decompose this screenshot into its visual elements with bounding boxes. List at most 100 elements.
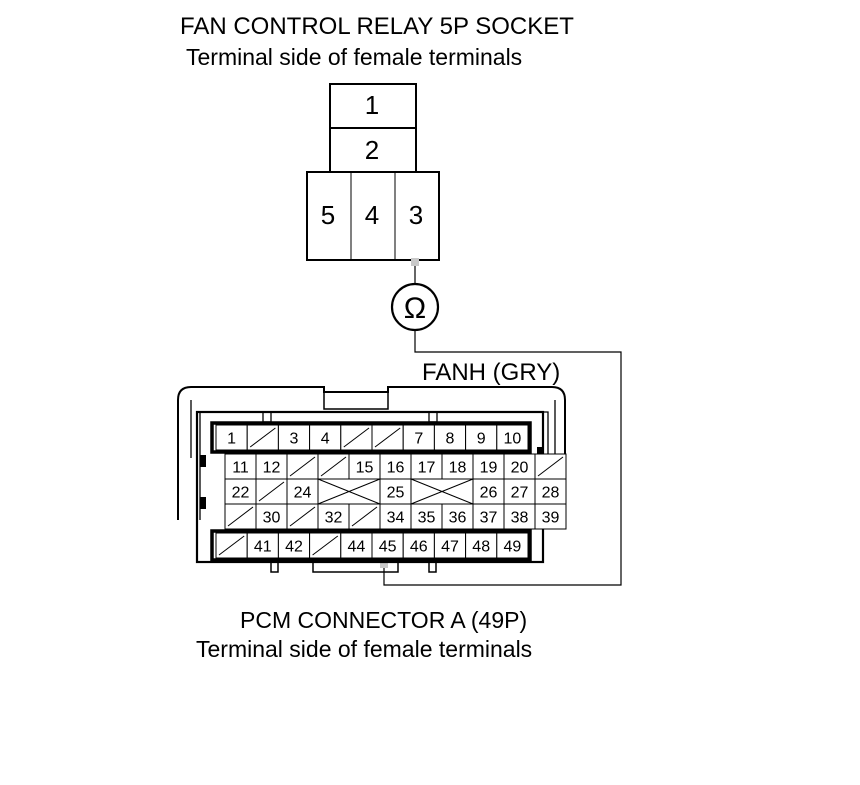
terminal-number: 30 <box>263 510 281 527</box>
empty-terminal-slash <box>320 456 347 477</box>
terminal-cell <box>503 503 536 530</box>
terminal-number: 41 <box>254 539 272 556</box>
terminal-number: 12 <box>263 460 281 477</box>
empty-terminal-slash <box>218 535 245 556</box>
terminal-number: 38 <box>511 510 529 527</box>
relay-subtitle: Terminal side of female terminals <box>186 44 523 70</box>
terminal-number: 47 <box>441 539 459 556</box>
relay-lower-housing <box>306 171 440 261</box>
relay-terminal-3: 3 <box>409 200 423 230</box>
terminal-number: 17 <box>418 460 436 477</box>
terminal-number: 7 <box>414 431 423 448</box>
housing-foot <box>270 562 437 573</box>
empty-terminal-slash <box>537 456 564 477</box>
terminal-cell <box>465 424 498 451</box>
housing-key <box>428 411 438 423</box>
terminal-cell <box>441 503 474 530</box>
terminal-cell <box>465 532 498 559</box>
lock-tab <box>200 497 206 509</box>
terminal-number: 34 <box>387 510 405 527</box>
probe-tip-pcm <box>380 559 388 568</box>
empty-terminal-slash <box>258 481 285 502</box>
terminal-number: 19 <box>480 460 498 477</box>
relay-title: FAN CONTROL RELAY 5P SOCKET <box>180 13 574 40</box>
terminal-number: 27 <box>511 485 529 502</box>
terminal-cell <box>277 532 311 559</box>
terminal-cell <box>496 532 529 559</box>
terminal-cell <box>534 478 567 505</box>
terminal-number: 46 <box>410 539 428 556</box>
ohmmeter-icon <box>390 282 440 332</box>
cavity-cross-line <box>410 478 474 505</box>
pcm-title: PCM CONNECTOR A (49P) <box>240 607 528 633</box>
terminal-cell <box>402 424 435 451</box>
top-row-frame <box>210 421 532 454</box>
empty-terminal-slash <box>289 456 316 477</box>
terminal-number: 44 <box>348 539 366 556</box>
terminal-number: 1 <box>227 431 236 448</box>
relay-terminal-1: 1 <box>365 90 379 120</box>
terminal-cell <box>340 532 373 559</box>
terminal-cell <box>402 532 435 559</box>
empty-terminal-slash <box>343 427 370 448</box>
empty-terminal-slash <box>312 535 339 556</box>
terminal-number: 22 <box>232 485 250 502</box>
terminal-number: 49 <box>504 539 522 556</box>
terminal-number: 26 <box>480 485 498 502</box>
terminal-cell <box>379 503 412 530</box>
terminal-cell <box>410 453 443 480</box>
terminal-cell <box>371 532 404 559</box>
relay-terminal-4: 4 <box>365 200 379 230</box>
terminal-cell <box>255 453 288 480</box>
terminal-cell <box>433 424 467 451</box>
terminal-number: 3 <box>290 431 299 448</box>
housing-key <box>262 411 272 423</box>
terminal-cell <box>255 503 288 530</box>
housing-outer-shell <box>177 386 566 520</box>
relay-terminal-5: 5 <box>321 200 335 230</box>
terminal-cell <box>309 424 342 451</box>
terminal-number: 18 <box>449 460 467 477</box>
housing-side-rail <box>190 400 556 458</box>
terminal-cell <box>534 503 567 530</box>
terminal-number: 24 <box>294 485 312 502</box>
terminal-number: 9 <box>477 431 486 448</box>
empty-terminal-slash <box>249 427 276 448</box>
empty-terminal-slash <box>227 506 254 527</box>
terminal-number: 32 <box>325 510 343 527</box>
terminal-cell <box>410 503 443 530</box>
lock-tab <box>200 455 206 467</box>
lock-tab <box>537 447 543 459</box>
probe-lead-lower <box>383 330 622 586</box>
terminal-number: 28 <box>542 485 560 502</box>
empty-terminal-slash <box>289 506 316 527</box>
terminal-number: 11 <box>232 460 249 477</box>
terminal-number: 8 <box>446 431 455 448</box>
cavity-cross-line <box>317 478 381 505</box>
terminal-cell <box>246 532 279 559</box>
terminal-number: 36 <box>449 510 467 527</box>
terminal-number: 39 <box>542 510 560 527</box>
terminal-cell <box>317 503 350 530</box>
terminal-cell <box>277 424 311 451</box>
terminal-number: 25 <box>387 485 405 502</box>
terminal-cell <box>472 478 505 505</box>
terminal-cell <box>215 424 248 451</box>
terminal-number: 42 <box>285 539 303 556</box>
empty-terminal-slash <box>351 506 378 527</box>
housing-latch <box>323 392 389 410</box>
terminal-number: 35 <box>418 510 436 527</box>
bottom-row-frame <box>210 529 532 562</box>
ohm-symbol: Ω <box>404 292 426 325</box>
terminal-number: 37 <box>480 510 498 527</box>
terminal-cell <box>472 453 505 480</box>
terminal-number: 16 <box>387 460 405 477</box>
terminal-number: 15 <box>356 460 374 477</box>
terminal-cell <box>496 424 529 451</box>
terminal-number: 10 <box>504 431 522 448</box>
terminal-number: 45 <box>379 539 397 556</box>
probe-tip-relay <box>411 258 419 266</box>
housing-bottom-tab <box>312 562 399 573</box>
